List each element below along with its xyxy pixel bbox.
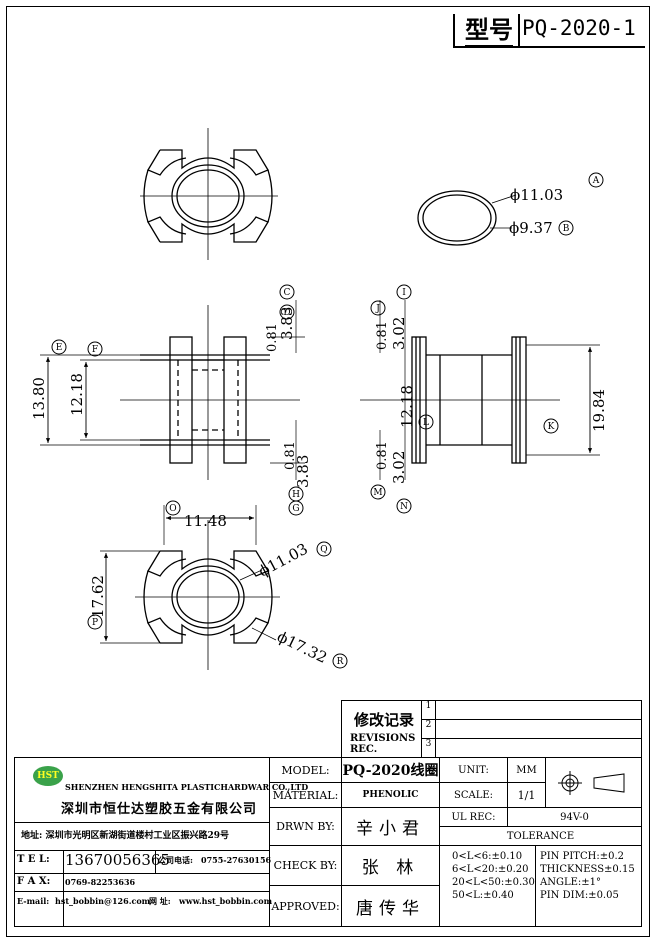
web-value: www.hst_bobbin.com <box>179 896 273 906</box>
dim-b: ϕ9.37 <box>509 219 553 237</box>
ul-label: UL REC: <box>440 808 508 827</box>
tag-k: K <box>548 422 555 432</box>
material-label: MATERIAL: <box>270 783 342 808</box>
tolerance-right: PIN PITCH:±0.2 THICKNESS±0.15 ANGLE:±1° … <box>536 846 641 926</box>
revisions-title-cn: 修改记录 <box>354 711 415 729</box>
drawn-label: DRWN BY: <box>270 808 342 846</box>
web-label: 网 址: <box>149 896 171 906</box>
dim-m: 0.81 <box>375 441 390 470</box>
company-name-en: SHENZHEN HENGSHITA PLASTICHARDWAR CO.,LT… <box>65 782 309 792</box>
tag-n: N <box>400 502 408 512</box>
check-value: 张 林 <box>342 846 440 886</box>
revision-mark-2: 2 <box>422 720 435 739</box>
company-name-cn: 深圳市恒仕达塑胶五金有限公司 <box>61 802 258 817</box>
ul-value: 94V-0 <box>508 808 641 827</box>
tolerance-pin-dim: PIN DIM:±0.05 <box>540 890 619 901</box>
model-value: PQ-2020线圈 <box>342 758 440 783</box>
title-block: MODEL: MATERIAL: DRWN BY: CHECK BY: APPR… <box>270 757 642 927</box>
dim-j: 0.81 <box>375 321 390 350</box>
tag-a: A <box>592 176 600 186</box>
tag-b: B <box>563 224 570 234</box>
dim-d: 0.81 <box>265 323 280 352</box>
dim-n: 3.02 <box>390 451 408 484</box>
dim-q: ϕ11.03 <box>255 540 310 581</box>
front-view <box>40 300 305 480</box>
revision-mark-3: 3 <box>425 739 432 749</box>
dim-p: 17.62 <box>89 575 107 618</box>
revision-block: 修改记录 REVISIONS REC. 1 2 3 <box>341 700 642 758</box>
approved-label: APPROVED: <box>270 886 342 926</box>
tel-value: 13670056365 <box>65 851 170 869</box>
tolerance-label: TOLERANCE <box>440 827 641 846</box>
tolerance-left: 0<L<6:±0.10 6<L<20:±0.20 20<L<50:±0.30 5… <box>440 846 536 926</box>
model-header: 型号 PQ-2020-1 <box>453 14 645 48</box>
dim-r: ϕ17.32 <box>274 627 330 666</box>
drawing-frame <box>6 6 650 937</box>
tolerance-range-3: 20<L<50:±0.30 <box>452 877 535 888</box>
tag-i: I <box>402 288 406 298</box>
tag-m: M <box>373 488 382 498</box>
header-divider <box>518 14 520 48</box>
tolerance-range-4: 50<L:±0.40 <box>452 890 514 901</box>
company-address: 地址: 深圳市光明区新湖街道楼村工业区振兴路29号 <box>21 831 229 841</box>
top-view <box>140 128 278 260</box>
tolerance-range-1: 0<L<6:±0.10 <box>452 851 523 862</box>
company-tel-label: 公司电话: <box>158 855 193 865</box>
dim-k: 19.84 <box>590 389 608 432</box>
tolerance-thickness: THICKNESS±0.15 <box>540 864 635 875</box>
dim-a: ϕ11.03 <box>510 186 563 204</box>
email-value: hst_bobbin@126.com <box>55 896 151 906</box>
technical-drawing: A B C D E F G H I J K L M N O P Q R ϕ11.… <box>30 128 608 670</box>
dim-f: 12.18 <box>68 373 86 416</box>
model-header-value: PQ-2020-1 <box>522 16 636 40</box>
washer-view <box>417 190 517 246</box>
tag-h: H <box>292 490 300 500</box>
tel-label: T E L: <box>17 854 50 865</box>
drawn-value: 辛小君 <box>342 808 440 846</box>
tag-c: C <box>284 288 291 298</box>
projection-symbol <box>546 758 641 808</box>
fax-value: 0769-82253636 <box>65 877 136 887</box>
dim-o: 11.48 <box>184 512 227 530</box>
tolerance-range-2: 6<L<20:±0.20 <box>452 864 529 875</box>
company-logo: HST <box>33 766 63 786</box>
dim-i: 3.02 <box>390 317 408 350</box>
tolerance-pin-pitch: PIN PITCH:±0.2 <box>540 851 624 862</box>
company-tel-value: 0755-27630156 <box>201 855 272 865</box>
tag-r: R <box>337 657 344 667</box>
tag-q: Q <box>320 545 327 555</box>
check-label: CHECK BY: <box>270 846 342 886</box>
dim-l: 12.18 <box>398 385 416 428</box>
first-angle-projection-icon <box>557 770 624 795</box>
revision-mark-1: 1 <box>422 701 435 720</box>
dim-e: 13.80 <box>30 377 48 420</box>
tag-d: D <box>283 308 290 318</box>
company-block: HST SHENZHEN HENGSHITA PLASTICHARDWAR CO… <box>14 757 308 927</box>
fax-label: F A X: <box>17 876 51 887</box>
dim-h: 0.81 <box>283 441 298 470</box>
tag-p: P <box>92 618 98 628</box>
model-label: MODEL: <box>270 758 342 783</box>
unit-label: UNIT: <box>440 758 508 783</box>
approved-value: 唐传华 <box>342 886 440 926</box>
dim-g: 3.83 <box>294 455 312 488</box>
tag-g: G <box>292 504 299 514</box>
scale-label: SCALE: <box>440 783 508 808</box>
tolerance-angle: ANGLE:±1° <box>540 877 602 888</box>
tag-e: E <box>56 343 63 353</box>
tag-j: J <box>375 304 380 314</box>
model-header-label: 型号 <box>465 10 513 47</box>
dim-c: 3.83 <box>278 307 296 340</box>
email-label: E-mail: <box>17 896 50 906</box>
revisions-title-en: REVISIONS REC. <box>350 733 416 755</box>
tag-l: L <box>423 418 429 428</box>
tag-f: F <box>92 345 98 355</box>
scale-value: 1/1 <box>508 783 546 808</box>
material-value: PHENOLIC <box>342 783 440 808</box>
unit-value: MM <box>508 758 546 783</box>
bottom-view <box>100 505 280 670</box>
tag-o: O <box>169 504 176 514</box>
side-view <box>360 300 600 480</box>
